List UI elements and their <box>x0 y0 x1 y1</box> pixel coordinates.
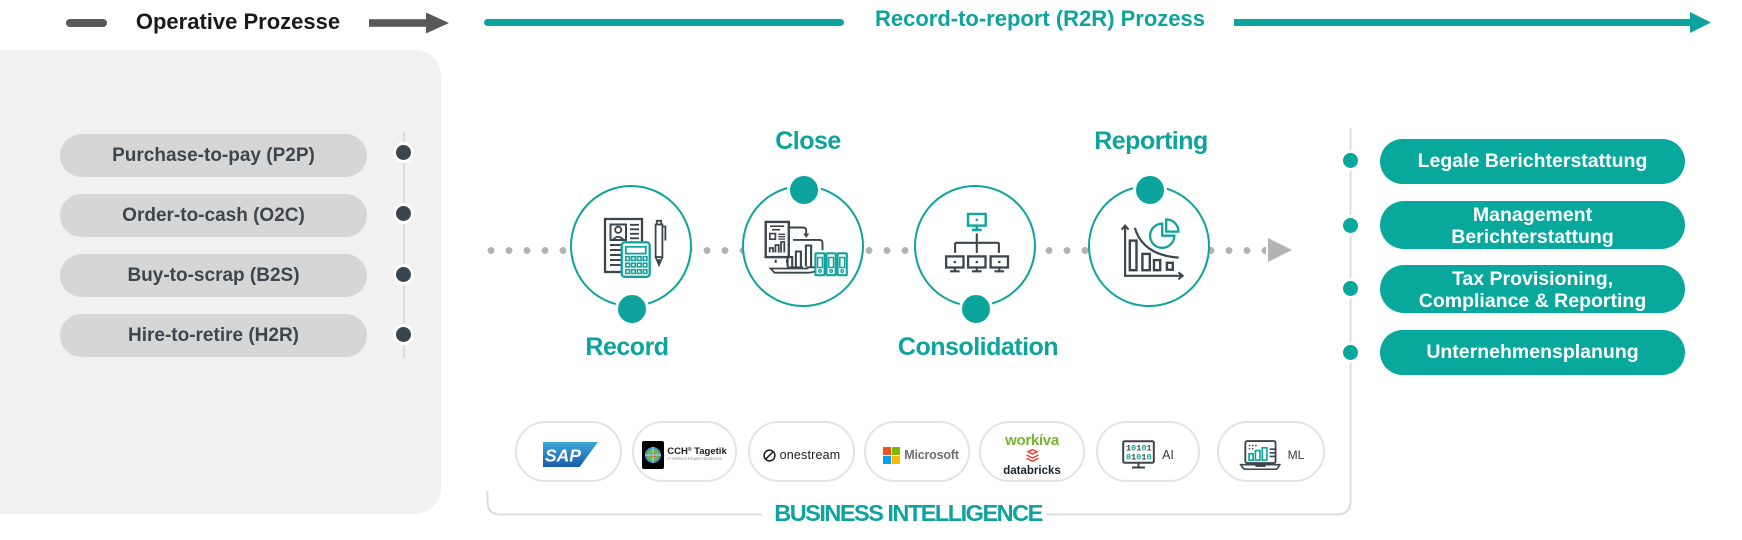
svg-text:01010: 01010 <box>1126 452 1152 462</box>
svg-text:10101: 10101 <box>1126 443 1152 453</box>
svg-text:SAP: SAP <box>545 446 581 466</box>
